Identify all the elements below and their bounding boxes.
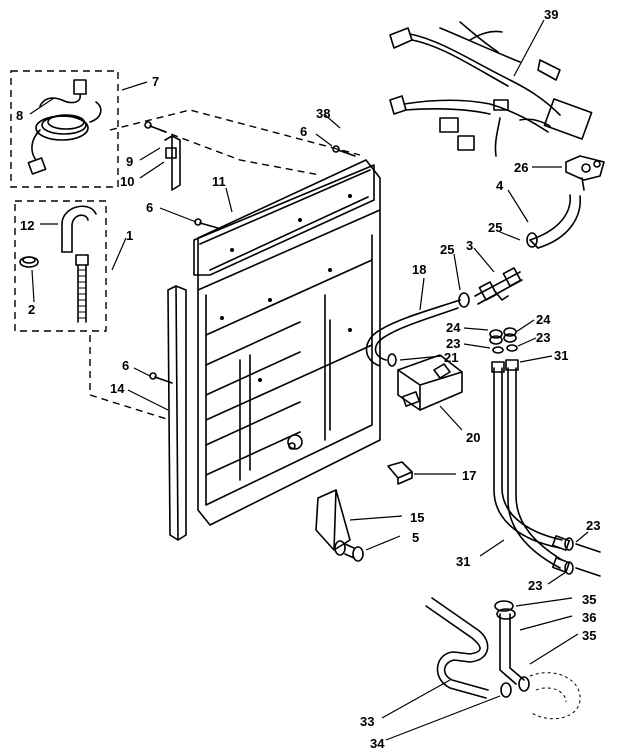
callout-33: 33 (360, 714, 374, 729)
callout-1: 1 (126, 228, 133, 243)
callout-12: 12 (20, 218, 34, 233)
callout-23-b: 23 (536, 330, 550, 345)
callout-24-b: 24 (536, 312, 551, 327)
callout-6-a: 6 (146, 200, 153, 215)
wire-harness (389, 21, 593, 157)
callout-39: 39 (544, 7, 558, 22)
callout-14: 14 (110, 381, 125, 396)
callout-24-a: 24 (446, 320, 461, 335)
callout-6-c: 6 (300, 124, 307, 139)
callout-23-c: 23 (586, 518, 600, 533)
callout-3: 3 (466, 238, 473, 253)
drain-bracket (315, 489, 364, 562)
hose-washers (489, 327, 574, 575)
fill-hose (365, 299, 461, 367)
callout-17: 17 (462, 468, 476, 483)
callout-23-a: 23 (446, 336, 460, 351)
hose-kit-box (14, 200, 107, 332)
inlet-hose-elbow (529, 194, 581, 249)
callout-21: 21 (444, 350, 458, 365)
callout-20: 20 (466, 430, 480, 445)
inlet-hoses (491, 359, 601, 577)
callout-7: 7 (152, 74, 159, 89)
callout-35-b: 35 (582, 628, 596, 643)
callout-25-a: 25 (488, 220, 502, 235)
callout-26: 26 (514, 160, 528, 175)
mounting-bracket (164, 135, 181, 191)
mixing-valve (458, 232, 538, 308)
callout-36: 36 (582, 610, 596, 625)
callout-4: 4 (496, 178, 504, 193)
callout-2: 2 (28, 302, 35, 317)
callout-38: 38 (316, 106, 330, 121)
drain-hose (19, 205, 97, 268)
callout-18: 18 (412, 262, 426, 277)
callout-15: 15 (410, 510, 424, 525)
dispenser-assembly (387, 353, 463, 411)
callout-labels: 7 8 9 10 11 6 12 1 2 6 14 38 6 39 26 4 2… (16, 7, 600, 751)
water-valve-bracket (565, 155, 605, 191)
drain-hose-assembly (425, 597, 581, 720)
callout-8: 8 (16, 108, 23, 123)
callout-5: 5 (412, 530, 419, 545)
power-cord-kit-box (10, 70, 119, 188)
callout-9: 9 (126, 154, 133, 169)
callout-25-b: 25 (440, 242, 454, 257)
callout-31-a: 31 (554, 348, 568, 363)
callout-35-a: 35 (582, 592, 596, 607)
callout-10: 10 (120, 174, 134, 189)
callout-11: 11 (212, 174, 226, 189)
callout-34: 34 (370, 736, 385, 751)
leader-lines (29, 19, 589, 741)
small-block-part (387, 461, 413, 485)
rear-panel (197, 159, 381, 526)
fill-hose-inlet (75, 254, 89, 323)
callout-23-d: 23 (528, 578, 542, 593)
callout-6-b: 6 (122, 358, 129, 373)
upper-bracket (193, 164, 375, 276)
power-cord (27, 79, 102, 175)
callout-31-b: 31 (456, 554, 470, 569)
guide-lines (89, 109, 361, 421)
side-trim-strip (167, 285, 187, 541)
